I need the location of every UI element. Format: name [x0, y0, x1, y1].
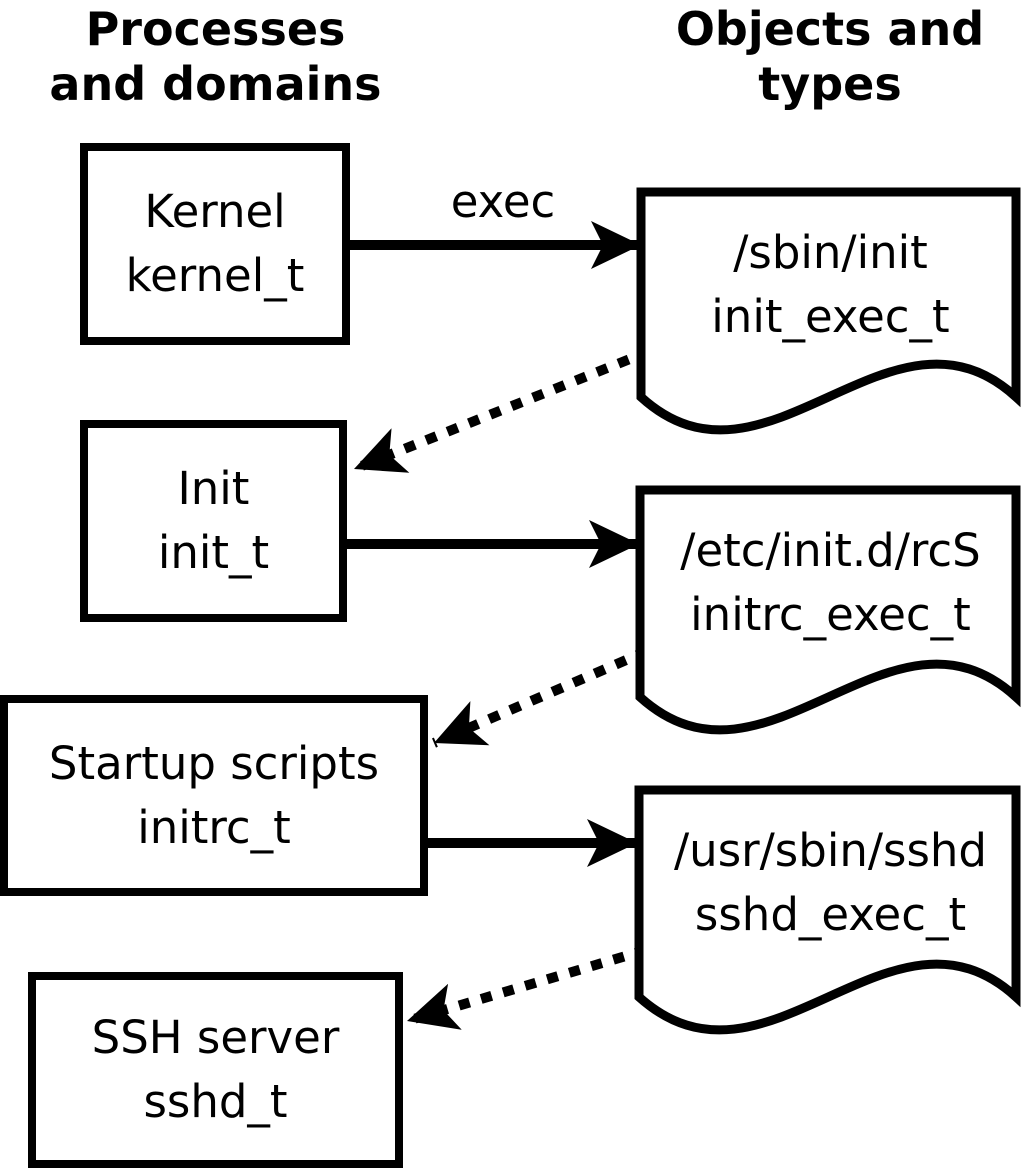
process-box-startup-scripts: Startup scripts initrc_t: [0, 695, 428, 896]
column-header-processes: Processes and domains: [49, 2, 382, 111]
column-header-objects: Objects and types: [675, 2, 985, 111]
process-name: SSH server: [91, 1011, 340, 1064]
document-shape-usr-sbin-sshd: [634, 785, 1021, 1035]
process-type: sshd_t: [143, 1075, 288, 1128]
process-box-ssh-server: SSH server sshd_t: [28, 972, 403, 1168]
process-name: Startup scripts: [48, 736, 380, 790]
process-type: initrc_t: [137, 800, 291, 854]
process-box-kernel: Kernel kernel_t: [80, 143, 350, 345]
transition-arrow-sshd: [405, 945, 648, 1030]
process-box-init: Init init_t: [80, 420, 347, 622]
process-name: Kernel: [144, 185, 286, 238]
transition-arrow-initrc: [432, 646, 649, 748]
process-name: Init: [177, 462, 250, 515]
exec-arrow-label: exec: [450, 175, 556, 228]
document-shape-sbin-init: [636, 187, 1021, 435]
process-type: kernel_t: [125, 249, 305, 302]
transition-arrow-init: [352, 346, 652, 474]
process-type: init_t: [157, 526, 270, 579]
document-shape-etc-initd-rcs: [635, 485, 1021, 735]
